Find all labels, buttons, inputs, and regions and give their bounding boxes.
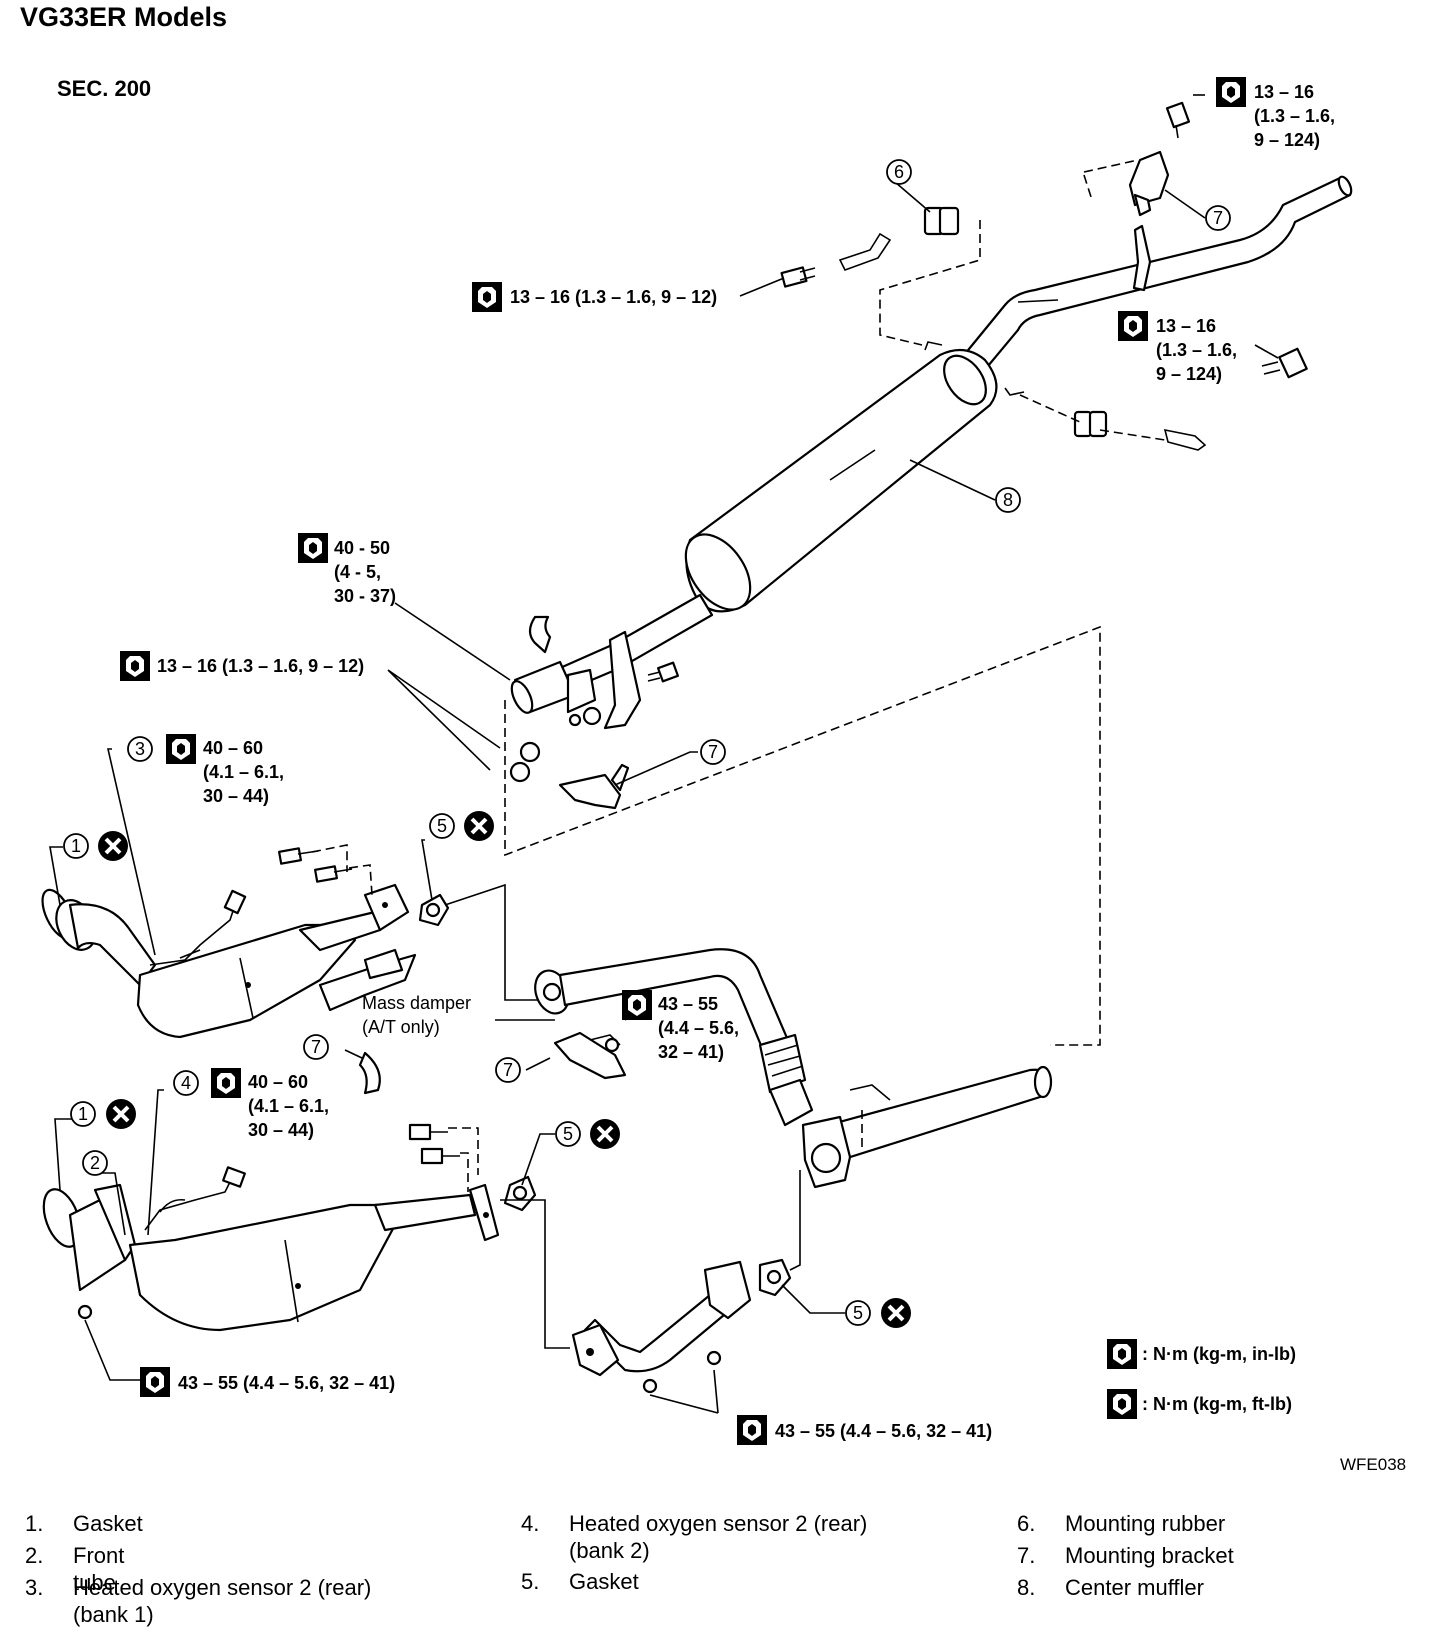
callout-7: 7 bbox=[1205, 205, 1231, 231]
torque-spec: 30 – 44) bbox=[203, 786, 269, 806]
do-not-reuse-icon bbox=[96, 829, 130, 863]
callout-1: 1 bbox=[70, 1101, 96, 1127]
units-legend-item: : N·m (kg-m, ft-lb) bbox=[1142, 1394, 1292, 1414]
center-muffler bbox=[685, 348, 998, 613]
torque-wrench-icon bbox=[1216, 77, 1246, 107]
torque-wrench-icon bbox=[622, 990, 652, 1020]
torque-spec: 40 - 50 bbox=[334, 538, 390, 558]
callout-1: 1 bbox=[63, 833, 89, 859]
torque-spec: 43 – 55 (4.4 – 5.6, 32 – 41) bbox=[178, 1373, 395, 1393]
torque-spec: 32 – 41) bbox=[658, 1042, 724, 1062]
svg-text:7: 7 bbox=[708, 742, 718, 762]
callout-5: 5 bbox=[845, 1300, 871, 1326]
torque-wrench-icon bbox=[1107, 1339, 1137, 1369]
svg-text:7: 7 bbox=[311, 1037, 321, 1057]
torque-wrench-icon bbox=[166, 734, 196, 764]
torque-wrench-icon bbox=[1118, 311, 1148, 341]
torque-spec: 43 – 55 (4.4 – 5.6, 32 – 41) bbox=[775, 1421, 992, 1441]
svg-text:1: 1 bbox=[71, 836, 81, 856]
mounting-bracket bbox=[1128, 150, 1170, 207]
torque-spec: (4.1 – 6.1, bbox=[248, 1096, 329, 1116]
section-label: SEC. 200 bbox=[57, 76, 151, 101]
callout-5: 5 bbox=[555, 1121, 581, 1147]
svg-text:1: 1 bbox=[78, 1104, 88, 1124]
svg-text:5: 5 bbox=[563, 1124, 573, 1144]
torque-spec: 13 – 16 (1.3 – 1.6, 9 – 12) bbox=[157, 656, 364, 676]
bolt bbox=[780, 266, 816, 288]
torque-wrench-icon bbox=[472, 282, 502, 312]
torque-wrench-icon bbox=[211, 1068, 241, 1098]
front-tube-bank-1 bbox=[68, 903, 157, 987]
svg-text:4: 4 bbox=[181, 1073, 191, 1093]
callout-4: 4 bbox=[173, 1070, 199, 1096]
torque-spec: (1.3 – 1.6, bbox=[1156, 340, 1237, 360]
torque-spec: 40 – 60 bbox=[203, 738, 263, 758]
torque-wrench-icon bbox=[120, 651, 150, 681]
do-not-reuse-icon bbox=[462, 809, 496, 843]
torque-spec: 40 – 60 bbox=[248, 1072, 308, 1092]
torque-spec: 30 – 44) bbox=[248, 1120, 314, 1140]
torque-spec: 9 – 124) bbox=[1254, 130, 1320, 150]
svg-text:7: 7 bbox=[503, 1060, 513, 1080]
callout-5: 5 bbox=[429, 813, 455, 839]
torque-spec: (1.3 – 1.6, bbox=[1254, 106, 1335, 126]
callout-2: 2 bbox=[82, 1150, 108, 1176]
svg-text:7: 7 bbox=[1213, 208, 1223, 228]
catalytic-converter-bank-2 bbox=[128, 1203, 397, 1332]
units-legend: : N·m (kg-m, in-lb) : N·m (kg-m, ft-lb) bbox=[1107, 1339, 1296, 1419]
callout-7: 7 bbox=[303, 1034, 329, 1060]
torque-spec: (4.1 – 6.1, bbox=[203, 762, 284, 782]
figure-code: WFE038 bbox=[1340, 1455, 1406, 1474]
callout-6: 6 bbox=[886, 159, 912, 185]
torque-spec: 13 – 16 (1.3 – 1.6, 9 – 12) bbox=[510, 287, 717, 307]
svg-text:8: 8 bbox=[1003, 490, 1013, 510]
do-not-reuse-icon bbox=[879, 1296, 913, 1330]
do-not-reuse-icon bbox=[588, 1117, 622, 1151]
torque-spec: 9 – 124) bbox=[1156, 364, 1222, 384]
torque-spec: 13 – 16 bbox=[1254, 82, 1314, 102]
callout-3: 3 bbox=[127, 736, 153, 762]
torque-spec: 30 - 37) bbox=[334, 586, 396, 606]
callout-7: 7 bbox=[495, 1057, 521, 1083]
svg-text:5: 5 bbox=[437, 816, 447, 836]
parts-legend: 1. Gasket 2. Front tube 3. Heated oxygen… bbox=[25, 1511, 1234, 1627]
svg-text:3: 3 bbox=[135, 739, 145, 759]
torque-spec: 43 – 55 bbox=[658, 994, 718, 1014]
svg-text:2: 2 bbox=[90, 1153, 100, 1173]
torque-spec: (4.4 – 5.6, bbox=[658, 1018, 739, 1038]
mass-damper-note: (A/T only) bbox=[362, 1017, 440, 1037]
torque-wrench-icon bbox=[737, 1415, 767, 1445]
svg-text:5: 5 bbox=[853, 1303, 863, 1323]
torque-spec: (4 - 5, bbox=[334, 562, 381, 582]
do-not-reuse-icon bbox=[104, 1097, 138, 1131]
torque-wrench-icon bbox=[1107, 1389, 1137, 1419]
units-legend-item: : N·m (kg-m, in-lb) bbox=[1142, 1344, 1296, 1364]
callout-8: 8 bbox=[995, 487, 1021, 513]
torque-wrench-icon bbox=[140, 1367, 170, 1397]
torque-spec: 13 – 16 bbox=[1156, 316, 1216, 336]
svg-text:6: 6 bbox=[894, 162, 904, 182]
diagram-title: VG33ER Models bbox=[20, 2, 227, 32]
mass-damper-note: Mass damper bbox=[362, 993, 471, 1013]
tail-pipe bbox=[958, 176, 1352, 380]
torque-wrench-icon bbox=[298, 533, 328, 563]
callout-7: 7 bbox=[700, 739, 726, 765]
